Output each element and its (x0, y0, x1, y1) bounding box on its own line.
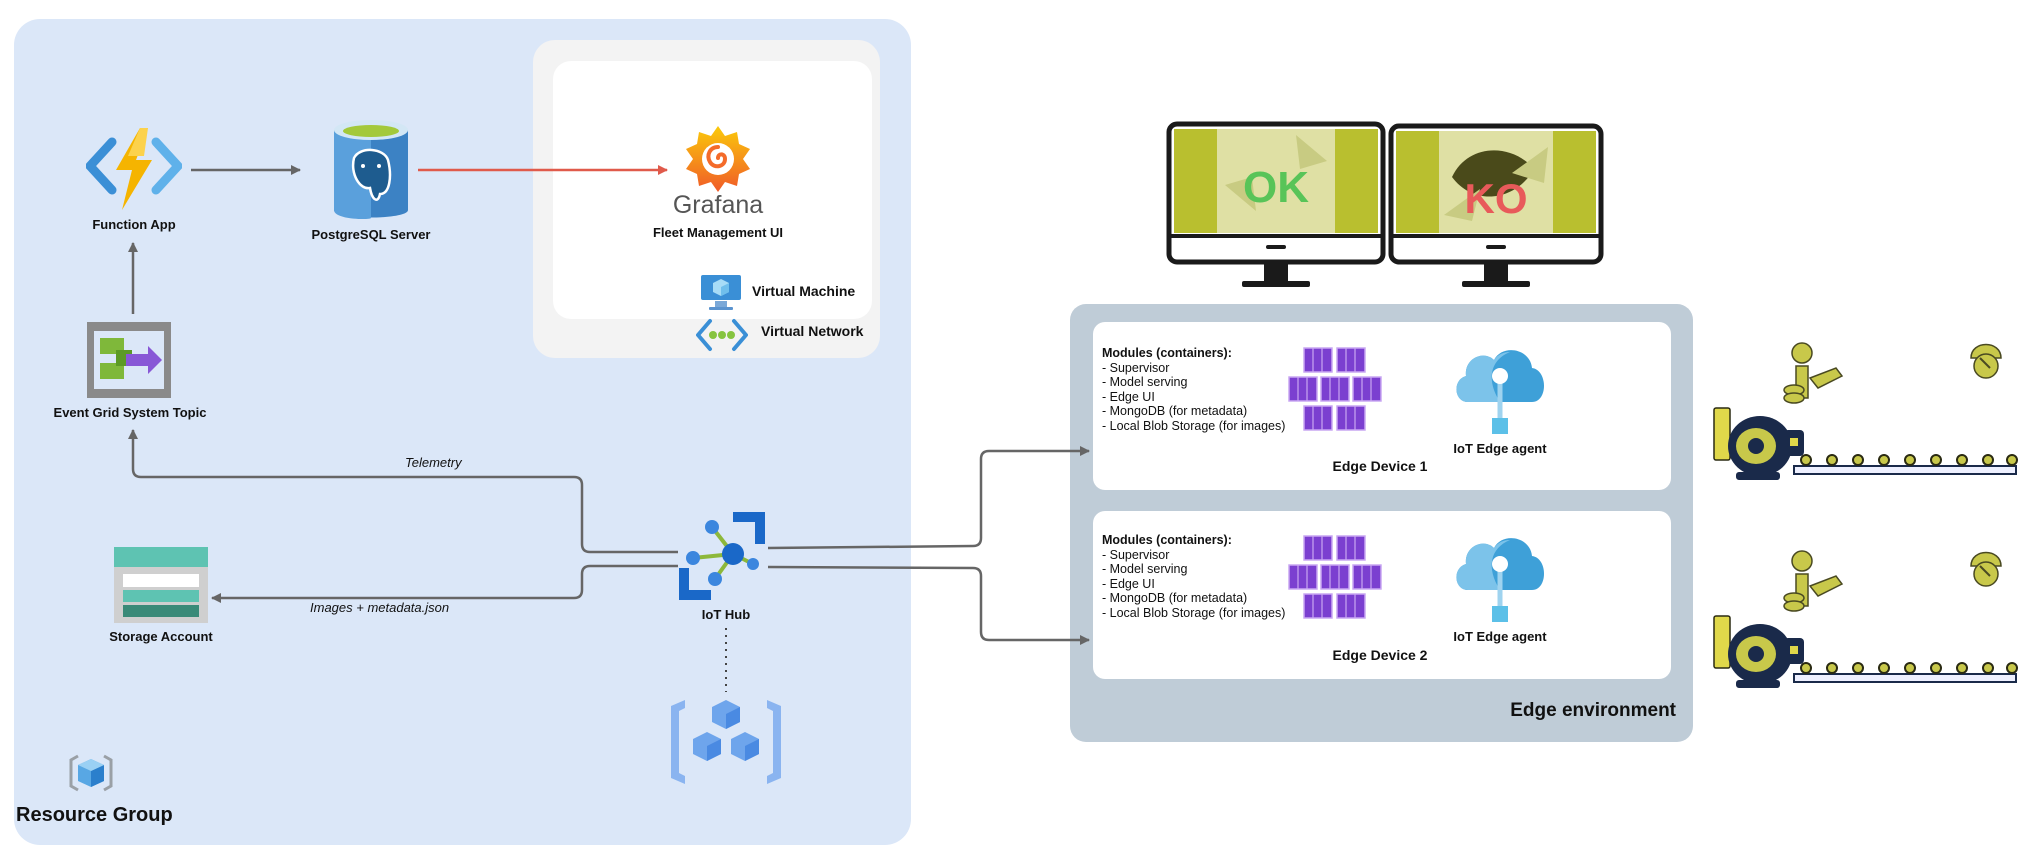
vnet-icon (696, 319, 748, 351)
device-1-agent-label: IoT Edge agent (1453, 441, 1547, 456)
device-2-modules: Modules (containers): - Supervisor - Mod… (1102, 533, 1285, 620)
containers-icon (1288, 535, 1382, 619)
vm-icon (701, 275, 741, 310)
arrow-images (211, 564, 678, 603)
event-grid-label: Event Grid System Topic (53, 405, 207, 420)
monitor-ok-text: OK (1243, 163, 1309, 212)
edge-device-2-panel (1093, 511, 1671, 679)
postgresql-label: PostgreSQL Server (311, 227, 431, 242)
device-2-module: - MongoDB (for metadata) (1102, 591, 1248, 605)
edge-device-1-panel (1093, 322, 1671, 490)
device-1-module: - Supervisor (1102, 360, 1170, 375)
edge-cube-icon (671, 700, 781, 784)
device-2-module: - Model serving (1102, 562, 1188, 576)
device-2-modules-title: Modules (containers): (1102, 533, 1232, 547)
iot-hub-icon (679, 512, 765, 600)
monitor-ok-icon (1166, 121, 1386, 287)
function-app-icon (86, 128, 182, 210)
resource-group-label: Resource Group (16, 804, 173, 826)
device-2-name: Edge Device 2 (1332, 647, 1428, 663)
grafana-wordmark: Grafana (672, 191, 764, 219)
device-1-name: Edge Device 1 (1332, 458, 1428, 474)
device-2-module: - Supervisor (1102, 547, 1170, 562)
device-2-module: - Local Blob Storage (for images) (1102, 605, 1286, 620)
device-1-module: - Edge UI (1102, 389, 1155, 404)
iot-edge-cloud-icon (1456, 350, 1544, 434)
device-1-modules: Modules (containers): - Supervisor - Mod… (1102, 346, 1285, 433)
production-line-icon (1713, 342, 2018, 480)
resource-group-icon (69, 754, 113, 792)
function-app-label: Function App (92, 217, 176, 232)
device-1-module: - Model serving (1102, 375, 1188, 389)
postgresql-icon (334, 120, 408, 220)
device-2-agent-label: IoT Edge agent (1453, 629, 1547, 644)
fleet-management-label: Fleet Management UI (652, 225, 784, 240)
containers-icon (1288, 347, 1382, 431)
production-line-icon (1713, 550, 2018, 688)
device-1-module: - Local Blob Storage (for images) (1102, 418, 1286, 433)
iot-hub-label: IoT Hub (701, 607, 751, 622)
virtual-machine-label: Virtual Machine (752, 283, 856, 299)
arrow-telemetry (128, 429, 678, 554)
arrow-hub-to-device-1 (767, 446, 1090, 550)
device-1-modules-title: Modules (containers): (1102, 346, 1232, 360)
monitor-ko-text: KO (1464, 175, 1528, 222)
device-1-module: - MongoDB (for metadata) (1102, 404, 1248, 418)
grafana-icon (686, 126, 750, 192)
device-2-module: - Edge UI (1102, 576, 1155, 591)
arrow-hub-to-device-2 (767, 565, 1090, 645)
monitor-ko-icon (1388, 123, 1604, 287)
iot-edge-cloud-icon (1456, 538, 1544, 622)
virtual-network-label: Virtual Network (761, 323, 864, 339)
storage-icon (114, 547, 208, 623)
images-label: Images + metadata.json (310, 600, 450, 615)
storage-account-label: Storage Account (109, 629, 213, 644)
telemetry-label: Telemetry (405, 455, 462, 470)
event-grid-icon (87, 322, 171, 398)
edge-environment-label: Edge environment (1510, 700, 1676, 721)
